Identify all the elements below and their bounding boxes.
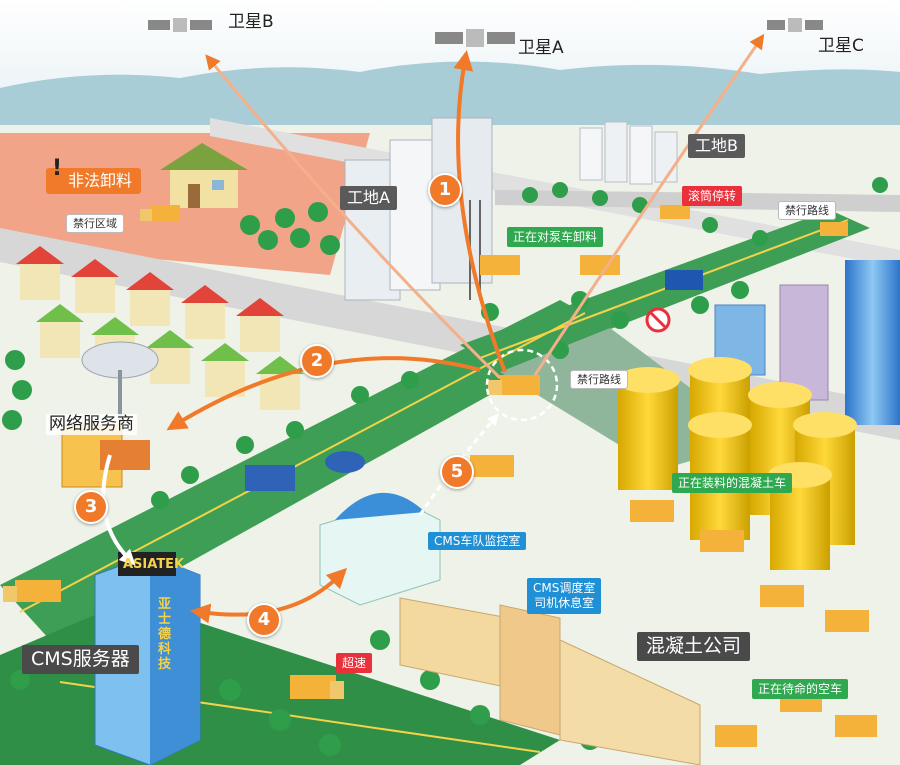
mixer-trucks	[3, 205, 877, 747]
label-site-a: 工地A	[340, 186, 397, 210]
sign-vertical-company: 亚士德科技	[158, 597, 172, 672]
label-standby-trucks: 正在待命的空车	[752, 679, 849, 699]
sign-asiatek: ASIATEK	[123, 557, 185, 572]
step-marker-4: 4	[247, 603, 281, 637]
label-drum-stopped: 滚筒停转	[682, 186, 743, 206]
label-loading-mixer: 正在装料的混凝土车	[672, 473, 793, 493]
house	[160, 143, 248, 208]
label-cms-monitor-room: CMS车队监控室	[428, 532, 527, 550]
other-vehicles	[245, 270, 703, 491]
exclamation-icon: !	[52, 156, 63, 181]
target-circle	[485, 348, 559, 422]
label-site-b: 工地B	[688, 134, 745, 158]
label-satellite-c: 卫星C	[818, 36, 864, 56]
label-cms-server: CMS服务器	[22, 645, 139, 674]
monitor-room-building	[319, 492, 441, 606]
label-restricted-route-center: 禁行路线	[570, 370, 628, 389]
label-satellite-a: 卫星A	[518, 38, 564, 58]
step-marker-3: 3	[74, 490, 108, 524]
step-marker-1: 1	[428, 173, 462, 207]
cms-server-building	[94, 552, 201, 765]
satellites	[148, 18, 823, 47]
step-marker-5: 5	[440, 455, 474, 489]
site-b-buildings	[579, 121, 678, 185]
label-dispatch-lounge: CMS调度室 司机休息室	[527, 578, 602, 614]
label-speeding: 超速	[336, 653, 373, 673]
label-restricted-zone: 禁行区域	[66, 214, 124, 233]
label-cms-dispatch: CMS调度室	[533, 581, 596, 595]
step-marker-2: 2	[300, 344, 334, 378]
label-driver-lounge: 司机休息室	[534, 596, 595, 610]
label-satellite-b: 卫星B	[228, 12, 274, 32]
label-concrete-company: 混凝土公司	[637, 632, 751, 661]
residential-area	[16, 246, 304, 410]
concrete-silos	[616, 357, 857, 570]
illegal-dump-text: 非法卸料	[68, 171, 133, 190]
label-illegal-dump: ! 非法卸料	[46, 158, 142, 194]
no-entry-sign	[645, 307, 671, 333]
label-unloading-pump: 正在对泵车卸料	[507, 227, 604, 247]
label-network-provider: 网络服务商	[46, 414, 137, 435]
label-restricted-route-top: 禁行路线	[778, 201, 836, 220]
